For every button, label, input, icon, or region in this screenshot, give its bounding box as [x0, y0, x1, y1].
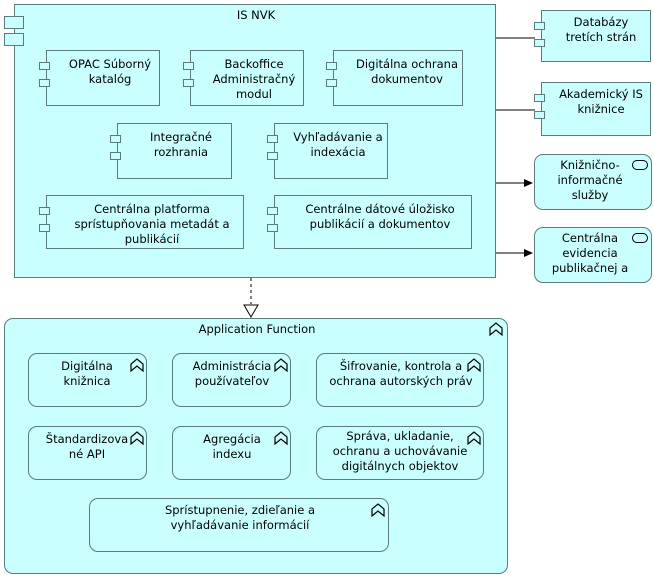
service-icon — [632, 233, 648, 243]
function-icon — [274, 431, 288, 445]
component-icon — [4, 16, 24, 29]
function-user-admin[interactable]: Administrácia používateľov — [172, 353, 291, 407]
function-icon — [489, 322, 503, 336]
function-digital-library[interactable]: Digitálna knižnica — [28, 353, 147, 407]
component-label: Akademický IS knižnice — [559, 87, 643, 116]
function-label: Digitálna knižnica — [61, 359, 113, 388]
component-central-storage[interactable]: Centrálne dátové úložisko publikácií a d… — [267, 195, 472, 249]
service-library-info[interactable]: Knižnično-informačné služby — [534, 154, 652, 210]
function-label: Agregácia indexu — [203, 432, 261, 461]
component-label: Databázy tretích strán — [565, 15, 637, 44]
service-central-evidence[interactable]: Centrálna evidencia publikačnej a — [534, 227, 652, 283]
function-icon — [467, 358, 481, 372]
function-standardized-api[interactable]: Štandardizované API — [28, 426, 147, 480]
function-icon — [274, 358, 288, 372]
is-nvk-title: IS NVK — [236, 8, 276, 22]
component-label: OPAC Súborný katalóg — [68, 57, 152, 86]
application-function-title: Application Function — [198, 322, 316, 336]
service-label: Centrálna evidencia publikačnej a — [551, 231, 629, 275]
component-backoffice[interactable]: Backoffice Administračný modul — [183, 50, 304, 106]
function-label: Správa, ukladanie, ochranu a uchovávanie… — [332, 429, 468, 473]
component-label: Backoffice Administračný modul — [212, 57, 296, 101]
function-label: Šifrovanie, kontrola a ochrana autorskýc… — [329, 359, 473, 388]
component-label: Digitálna ochrana dokumentov — [355, 57, 459, 86]
function-object-management[interactable]: Správa, ukladanie, ochranu a uchovávanie… — [316, 426, 484, 480]
service-icon — [632, 160, 648, 170]
component-integration[interactable]: Integračné rozhrania — [110, 123, 232, 179]
function-icon — [467, 431, 481, 445]
component-label: Centrálna platforma sprístupňovania meta… — [74, 202, 230, 246]
service-label: Knižnično-informačné služby — [557, 158, 623, 202]
function-encryption[interactable]: Šifrovanie, kontrola a ochrana autorskýc… — [316, 353, 484, 407]
function-icon — [130, 431, 144, 445]
component-label: Integračné rozhrania — [149, 130, 213, 159]
component-third-party-db[interactable]: Databázy tretích strán — [534, 10, 651, 62]
component-central-platform[interactable]: Centrálna platforma sprístupňovania meta… — [39, 195, 244, 249]
component-search-indexing[interactable]: Vyhľadávanie a indexácia — [267, 123, 388, 179]
component-label: Centrálne dátové úložisko publikácií a d… — [305, 202, 455, 231]
component-digital-protection[interactable]: Digitálna ochrana dokumentov — [326, 50, 463, 106]
function-icon — [130, 358, 144, 372]
function-label: Administrácia používateľov — [192, 359, 272, 388]
function-label: Sprístupnenie, zdieľanie a vyhľadávanie … — [164, 503, 316, 532]
component-label: Vyhľadávanie a indexácia — [293, 130, 383, 159]
component-icon — [4, 33, 24, 46]
component-academic-is[interactable]: Akademický IS knižnice — [534, 82, 651, 136]
function-label: Štandardizované API — [45, 432, 129, 461]
function-icon — [371, 503, 385, 517]
component-opac[interactable]: OPAC Súborný katalóg — [39, 50, 160, 106]
function-access-sharing[interactable]: Sprístupnenie, zdieľanie a vyhľadávanie … — [89, 498, 389, 552]
function-index-aggregation[interactable]: Agregácia indexu — [172, 426, 291, 480]
